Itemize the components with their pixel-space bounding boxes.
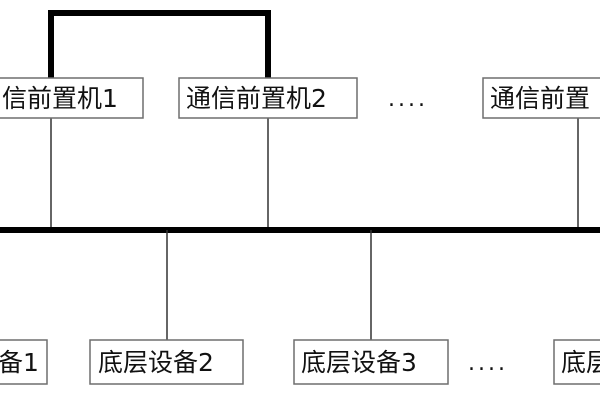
front-processor-n: 通信前置 [482, 77, 600, 119]
device-n: 底层 [553, 339, 600, 385]
front-processor-1: 信前置机1 [0, 77, 144, 119]
device-1: 备1 [0, 339, 48, 385]
device-3-label: 底层设备3 [301, 348, 417, 377]
device-2-label: 底层设备2 [98, 348, 214, 377]
front-processor-n-label: 通信前置 [490, 84, 590, 113]
device-ellipsis: .... [468, 351, 508, 376]
front-processor-ellipsis: .... [388, 87, 428, 112]
device-3: 底层设备3 [293, 339, 449, 385]
device-1-label: 备1 [0, 348, 39, 377]
device-2: 底层设备2 [89, 339, 244, 385]
front-processor-2-label: 通信前置机2 [186, 84, 327, 113]
front-processor-1-label: 信前置机1 [2, 84, 118, 113]
redundancy-link [48, 10, 271, 82]
front-processor-2: 通信前置机2 [178, 77, 358, 119]
device-n-label: 底层 [561, 348, 600, 377]
